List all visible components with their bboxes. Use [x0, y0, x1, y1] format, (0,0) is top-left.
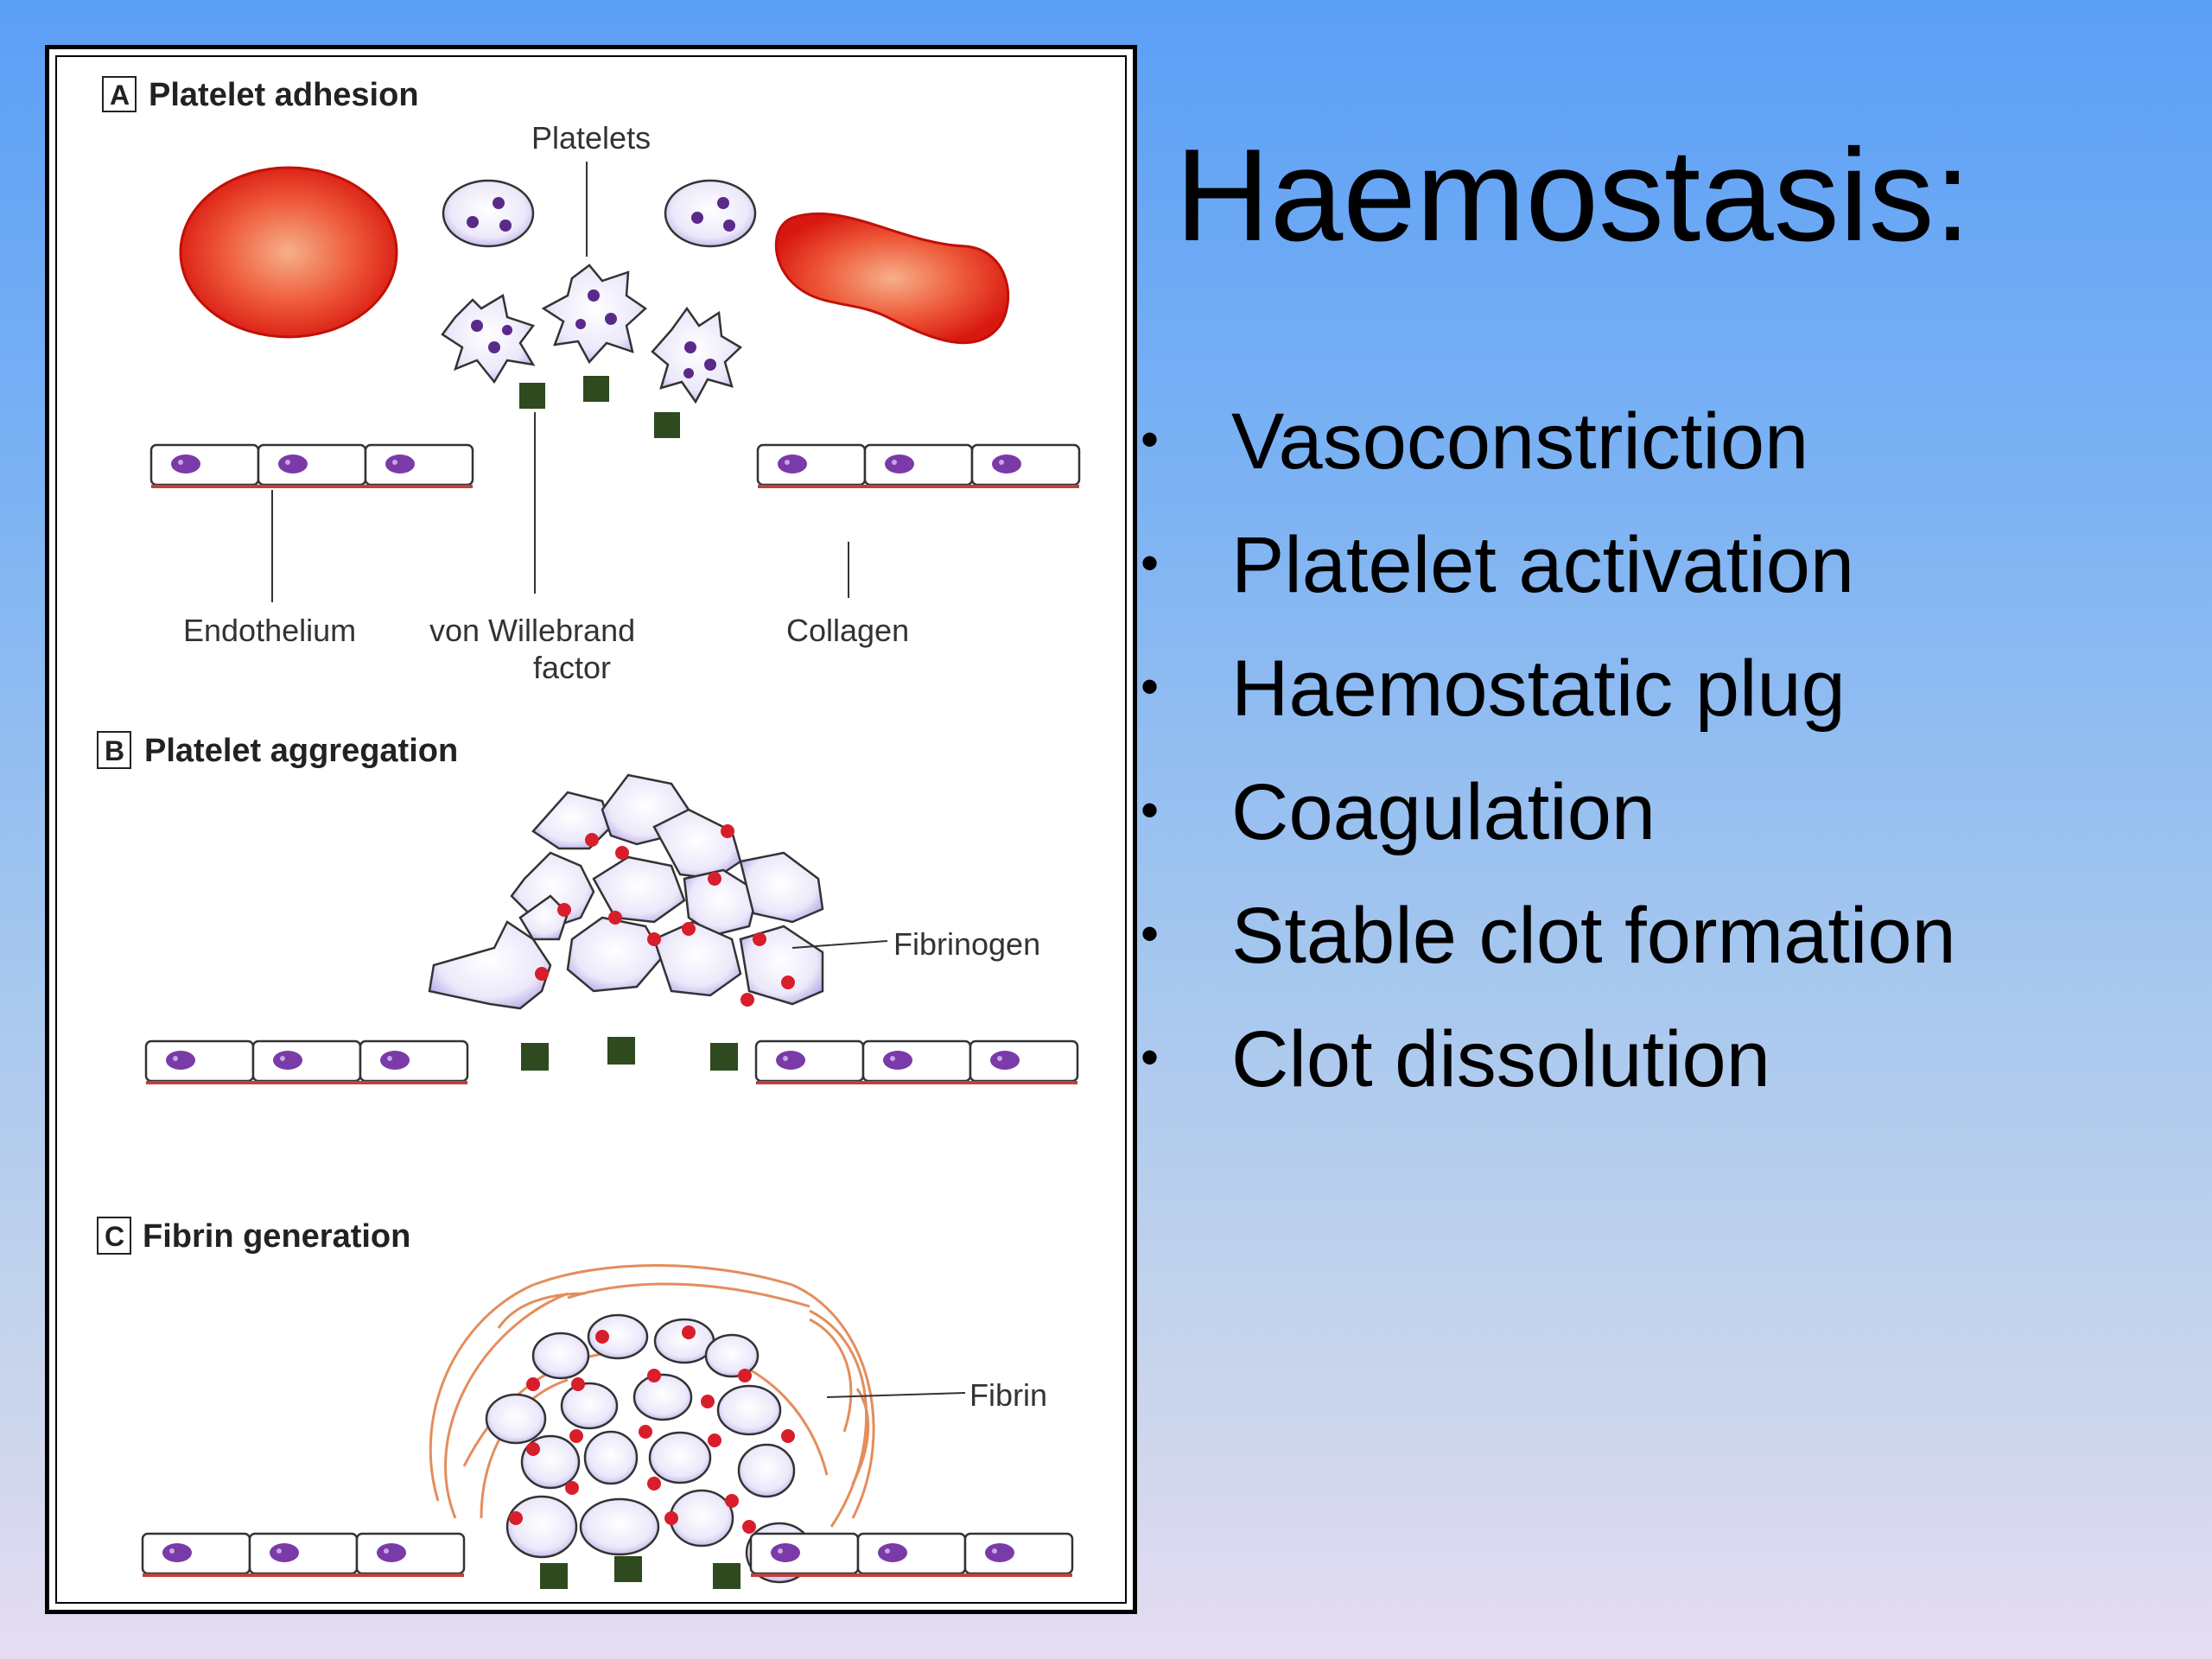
bullet-dot: •: [1141, 905, 1160, 963]
activated-platelet-a2: [541, 264, 648, 365]
panel-c-title: Fibrin generation: [143, 1218, 410, 1255]
endothelium-right-c: [749, 1532, 1074, 1577]
panel-a: A Platelet adhesion Platelets: [102, 76, 1081, 685]
vwf-square-a3: [654, 412, 680, 438]
bullet-text: Vasoconstriction: [1231, 397, 1809, 486]
label-collagen: Collagen: [786, 613, 909, 648]
fibrinogen-dots: [535, 824, 795, 1007]
diagram-canvas: A Platelet adhesion Platelets: [97, 76, 1081, 1589]
vwf-square-a1: [519, 383, 545, 409]
endothelium-right-a: [756, 443, 1081, 488]
vwf-square-c1: [540, 1563, 568, 1589]
bullet-text: Platelet activation: [1231, 521, 1855, 609]
vwf-square-a2: [583, 376, 609, 402]
vwf-square-c2: [614, 1556, 642, 1582]
bullet-text: Coagulation: [1231, 768, 1656, 856]
fibrinogen-pointer: [791, 940, 888, 949]
panel-a-letter-box: [102, 76, 137, 112]
bullet-dot: •: [1141, 1028, 1160, 1086]
panel-c: C Fibrin generation: [97, 1217, 1074, 1589]
endothelium-right-b: [754, 1039, 1079, 1084]
vwf-square-c3: [713, 1563, 741, 1589]
label-endothelium: Endothelium: [183, 613, 356, 648]
panel-a-letter: A: [110, 79, 130, 111]
label-vwf-line2: factor: [533, 650, 611, 685]
vwf-square-b3: [710, 1043, 738, 1071]
fibrin-red-dots: [509, 1325, 795, 1534]
label-fibrinogen: Fibrinogen: [893, 926, 1040, 962]
panel-b: B Platelet aggregation: [97, 731, 1079, 1084]
endothelium-left-a: [149, 443, 474, 488]
activated-platelet-a1: [441, 294, 536, 385]
endothelium-left-c: [141, 1532, 466, 1577]
vwf-square-b1: [521, 1043, 549, 1071]
bullet-dot: •: [1141, 781, 1160, 839]
bullet-text: Clot dissolution: [1231, 1015, 1770, 1103]
resting-platelet-right: [664, 179, 757, 248]
resting-platelet-left: [442, 179, 535, 248]
label-platelets: Platelets: [531, 120, 651, 156]
endothelium-left-b: [144, 1039, 469, 1084]
bullet-text: Haemostatic plug: [1231, 645, 1846, 733]
panel-b-title: Platelet aggregation: [144, 733, 458, 769]
haemostasis-figure: A Platelet adhesion Platelets: [45, 45, 1137, 1614]
bullet-text: Stable clot formation: [1231, 892, 1956, 980]
panel-a-title: Platelet adhesion: [149, 77, 419, 113]
vwf-square-b2: [607, 1037, 635, 1065]
fibrin-pointer: [826, 1392, 966, 1398]
panel-c-letter: C: [105, 1221, 124, 1252]
platelet-aggregate: [428, 773, 824, 1010]
red-blood-cell-deformed: [774, 212, 1010, 345]
panel-c-letter-box: [97, 1217, 131, 1255]
label-fibrin: Fibrin: [969, 1377, 1047, 1413]
activated-platelet-a3: [651, 306, 743, 404]
bullet-dot: •: [1141, 410, 1160, 468]
red-blood-cell-round: [179, 166, 398, 339]
bullet-dot: •: [1141, 534, 1160, 592]
panel-b-letter: B: [105, 735, 124, 766]
bullet-dot: •: [1141, 658, 1160, 715]
label-vwf-line1: von Willebrand: [429, 613, 635, 648]
panel-b-letter-box: [97, 731, 131, 769]
slide-title: Haemostasis:: [1175, 122, 1971, 269]
